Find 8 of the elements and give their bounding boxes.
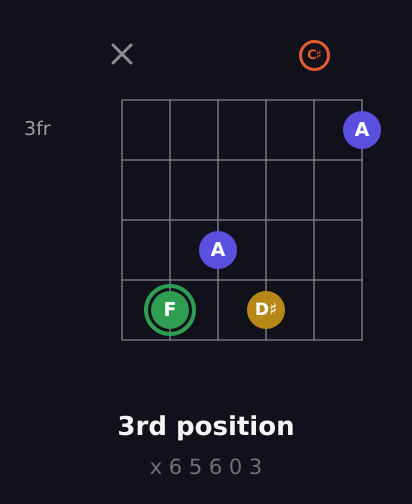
- fingering-label: x 6 5 6 0 3: [150, 455, 262, 479]
- note-dot: A: [199, 231, 237, 269]
- open-note-ring: C♯: [298, 40, 330, 70]
- note-dot: A: [343, 111, 381, 149]
- chord-title: 3rd position: [117, 412, 295, 442]
- note-dot: D♯: [247, 291, 285, 329]
- root-note-dot: F: [144, 284, 196, 336]
- fret-number: 3fr: [24, 118, 51, 141]
